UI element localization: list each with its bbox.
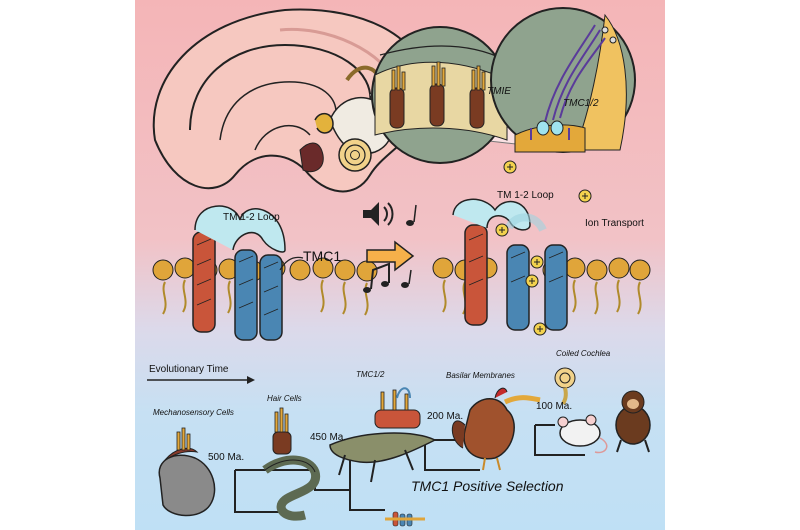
tm-loop-left-label: TM 1-2 Loop	[223, 212, 280, 223]
zoom-circle-tmc-channel	[490, 7, 636, 153]
tm-loop-right-label: TM 1-2 Loop	[497, 190, 554, 201]
hair-cells-label: Hair Cells	[267, 394, 302, 403]
helices-right	[452, 198, 568, 331]
ma-500-label: 500 Ma.	[208, 452, 245, 463]
ma-100-label: 100 Ma.	[536, 401, 573, 412]
ion-transport-label: Ion Transport	[585, 218, 644, 229]
zoom-circle-hair-cells	[371, 26, 509, 164]
ma-200-label: 200 Ma.	[427, 411, 464, 422]
music-note-icon	[406, 204, 417, 226]
tmie-label: TMIE	[487, 86, 511, 97]
coiled-cochlea-label: Coiled Cochlea	[556, 349, 611, 358]
rooster-illustration	[451, 387, 541, 471]
tmc1-channel-small-icon	[385, 511, 425, 527]
tmc1-positive-selection-label: TMC1 Positive Selection	[411, 478, 564, 494]
evolutionary-time-label: Evolutionary Time	[149, 364, 229, 375]
helices-left	[192, 205, 286, 341]
mechanosensory-cell-illustration	[158, 427, 216, 517]
figure-artwork	[147, 7, 651, 527]
music-note-icon	[401, 269, 412, 288]
plus-ion-icon	[495, 160, 592, 336]
eel-illustration	[262, 407, 321, 521]
ma-450-label: 450 Ma.	[310, 432, 347, 443]
basilar-membranes-label: Basilar Membranes	[446, 371, 515, 380]
tmc1-label: TMC1	[303, 248, 342, 264]
salamander-illustration	[329, 387, 437, 483]
tmc1-pointer-line	[279, 256, 304, 271]
double-music-note-icon	[363, 262, 390, 293]
arrow-right-icon	[366, 240, 415, 272]
monkey-illustration	[615, 390, 651, 453]
coiled-cochlea-illustration	[554, 367, 576, 405]
speaker-icon	[363, 202, 394, 226]
figure-panel: TMIE TMC1/2 TM 1-2 Loop TM 1-2 Loop TMC1…	[135, 0, 665, 530]
tmc12-bottom-label: TMC1/2	[356, 370, 385, 379]
mouse-illustration	[557, 414, 608, 454]
mechanosensory-cells-label: Mechanosensory Cells	[153, 408, 234, 417]
tmc12-top-label: TMC1/2	[563, 98, 599, 109]
